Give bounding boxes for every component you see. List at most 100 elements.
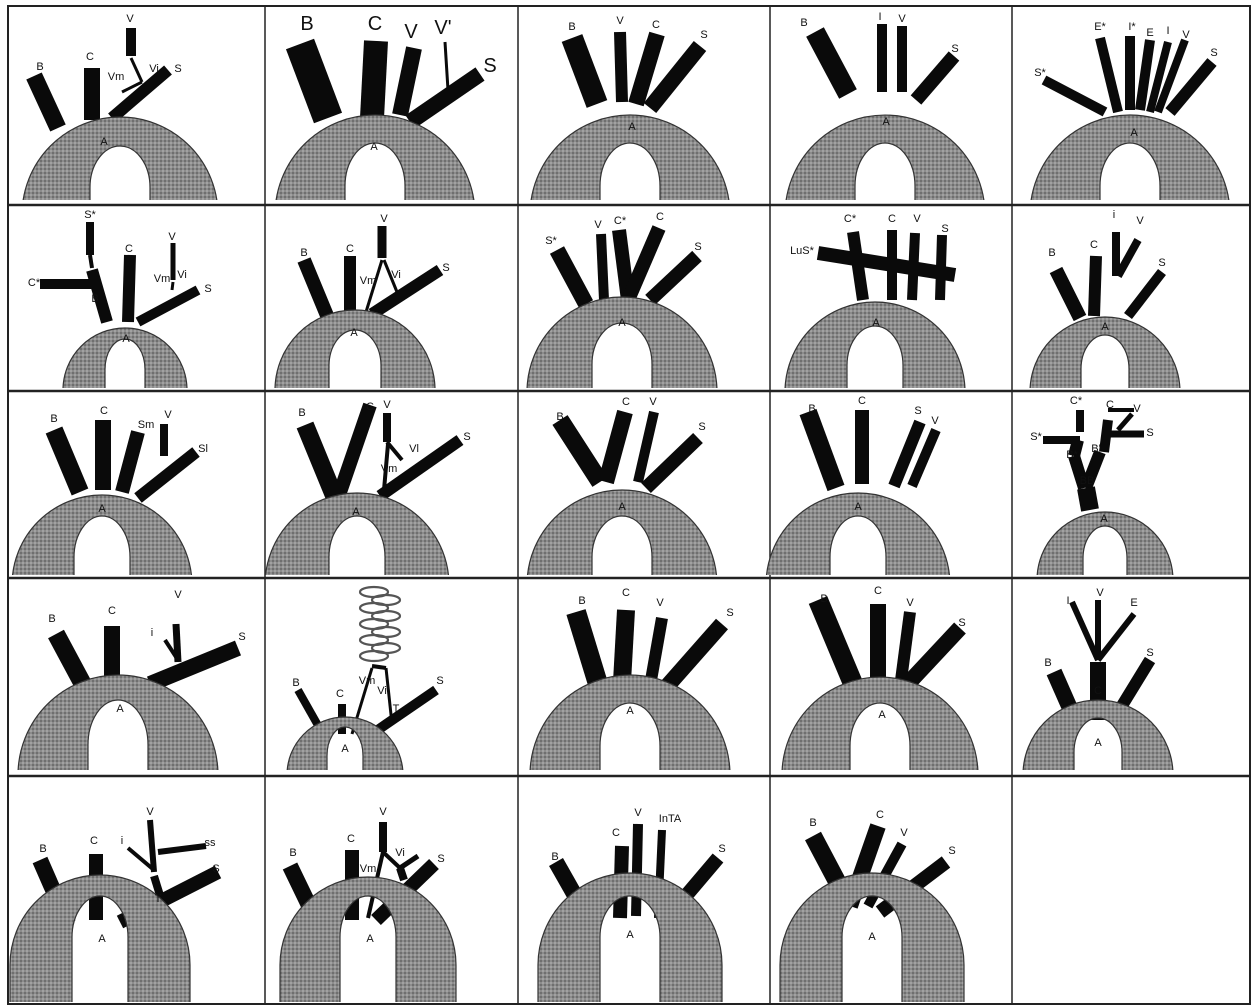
vessel-label: S	[483, 55, 496, 77]
vessel-label: V	[913, 213, 921, 225]
vessel-group	[1044, 36, 1212, 112]
vessel-label: S*	[1030, 431, 1042, 443]
vessel-label: S	[1210, 47, 1217, 59]
vessel-label: E	[1146, 27, 1153, 39]
vessel-label: S*	[1034, 67, 1046, 79]
panel-2: BCVV'SA	[275, 13, 497, 215]
vessel-label: S	[442, 262, 449, 274]
vessel-branch	[131, 58, 142, 82]
vessel-branch	[818, 600, 854, 686]
vessel-branch	[1100, 38, 1118, 112]
vessel-label: A	[1100, 513, 1108, 525]
vessel-branch	[557, 250, 586, 304]
vessel-label: S	[700, 29, 707, 41]
vessel-label: ss	[205, 837, 217, 849]
vessel-label: T	[393, 703, 400, 715]
vessel-group	[1043, 410, 1144, 510]
vessel-label: A	[882, 116, 890, 128]
vessel-branch	[1104, 420, 1108, 452]
aortic-arch	[782, 677, 978, 775]
vessel-branch	[176, 624, 178, 662]
vessel-label: A	[370, 141, 378, 153]
vessel-label: Vi	[395, 847, 405, 859]
vessel-label: BB'	[1080, 475, 1097, 487]
vessel-label: S	[1158, 257, 1165, 269]
vessel-label: V	[594, 219, 602, 231]
vessel-label: B	[91, 293, 98, 305]
vessel-label: I*	[1128, 21, 1136, 33]
vessel-label: B	[298, 407, 305, 419]
vessel-label: B	[556, 411, 563, 423]
vessel-branch	[305, 425, 335, 498]
vessel-branch	[646, 438, 698, 488]
vessel-branch	[300, 44, 328, 118]
vessel-label: A	[1094, 737, 1102, 749]
vessel-branch	[808, 412, 836, 488]
vessel-label: C*	[1070, 395, 1083, 407]
vessel-label: B*	[1066, 449, 1078, 461]
vessel-branch	[818, 253, 955, 275]
vessel-label: S	[436, 675, 443, 687]
vessel-branch	[1072, 602, 1098, 660]
vessel-label: V	[898, 13, 906, 25]
vessel-label: V	[1096, 587, 1104, 599]
vessel-label: A	[628, 121, 636, 133]
coil-loop	[360, 651, 388, 661]
vessel-branch	[572, 38, 597, 104]
vessel-branch	[172, 282, 173, 290]
vessel-label: B	[568, 21, 575, 33]
vessel-label: B	[1044, 657, 1051, 669]
vessel-branch	[1140, 40, 1150, 110]
vessel-label: B	[300, 13, 313, 35]
vessel-label: C	[876, 809, 884, 821]
vessel-label: LuS*	[790, 245, 815, 257]
vessel-branch	[1044, 80, 1105, 112]
panel-13: BCVSA	[527, 396, 717, 585]
vessel-branch	[128, 255, 130, 322]
vessel-label: C	[90, 835, 98, 847]
vessel-branch	[638, 412, 654, 482]
panel-20: IVEBCSA	[1023, 587, 1173, 775]
vessel-label: S	[694, 241, 701, 253]
vessel-label: V	[616, 15, 624, 27]
vessel-label: B	[800, 17, 807, 29]
vessel-branch	[150, 820, 154, 872]
vessel-group	[818, 600, 960, 690]
vessel-branch	[912, 233, 915, 300]
vessel-label: B'	[1091, 443, 1100, 455]
vessel-branch	[636, 824, 638, 916]
vessel-label: C*	[844, 213, 857, 225]
vessel-branch	[601, 234, 604, 300]
vessel-label: V	[383, 399, 391, 411]
vessel-label: S	[437, 853, 444, 865]
vessel-label: Sm	[138, 419, 155, 431]
vessel-branch	[916, 56, 954, 100]
vessel-branch	[1086, 488, 1090, 510]
vessel-branch	[372, 41, 376, 118]
vessel-label: Sl	[198, 443, 208, 455]
vessel-label: B	[551, 851, 558, 863]
vessel-label: V	[1136, 215, 1144, 227]
aortic-arch	[785, 302, 965, 392]
panel-22: BCVVmViTSA	[280, 806, 456, 1006]
vessel-branch	[1128, 272, 1162, 316]
vessel-group	[54, 420, 196, 498]
vessel-label: T	[155, 893, 162, 905]
vessel-branch	[304, 260, 328, 318]
vessel-label: C	[652, 19, 660, 31]
vessel-branch	[410, 74, 480, 122]
panel-1: BCVVmViSA	[22, 13, 218, 215]
aortic-arch	[785, 115, 985, 215]
vessel-label: S	[948, 845, 955, 857]
vessel-branch	[650, 618, 662, 686]
panel-10: BCiVSA	[1030, 209, 1180, 392]
vessel-label: T	[397, 867, 404, 879]
vessel-branch	[815, 32, 848, 94]
vessel-branch	[372, 666, 386, 668]
vessel-label: C	[1090, 239, 1098, 251]
vessel-branch	[338, 405, 370, 498]
